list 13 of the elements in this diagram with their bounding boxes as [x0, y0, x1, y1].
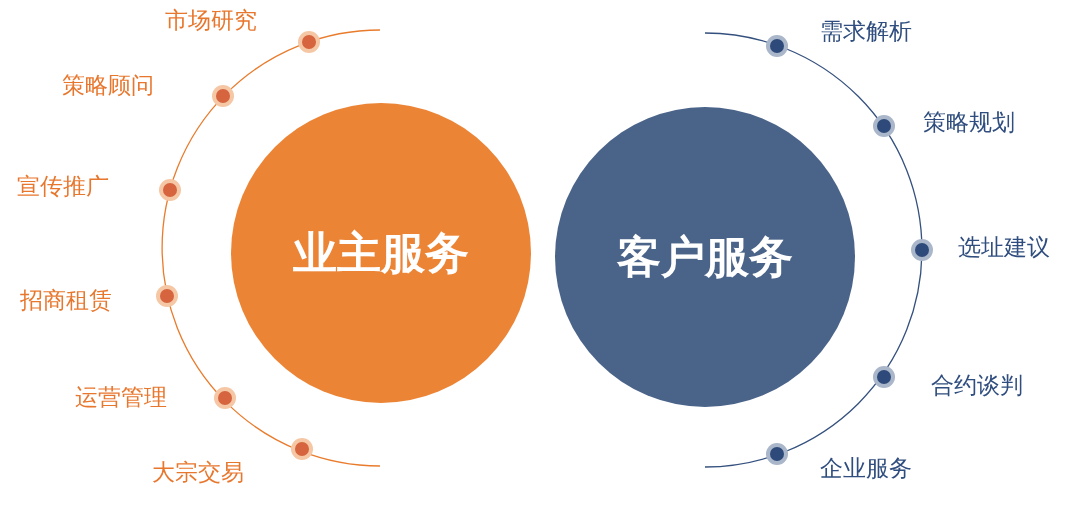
service-item-label: 策略顾问 — [62, 74, 154, 97]
circle-title: 业主服务 — [293, 231, 469, 275]
service-item-label: 企业服务 — [820, 457, 912, 480]
service-item-label: 需求解析 — [820, 20, 912, 43]
service-item-label: 合约谈判 — [931, 374, 1023, 397]
service-item-label: 宣传推广 — [17, 175, 109, 198]
service-item-label: 招商租赁 — [20, 289, 112, 312]
service-item-label: 策略规划 — [923, 111, 1015, 134]
service-item-label: 运营管理 — [75, 386, 167, 409]
service-item-label: 大宗交易 — [152, 461, 244, 484]
service-item-label: 市场研究 — [165, 9, 257, 32]
service-item-label: 选址建议 — [958, 236, 1050, 259]
circle-title: 客户服务 — [617, 235, 793, 279]
